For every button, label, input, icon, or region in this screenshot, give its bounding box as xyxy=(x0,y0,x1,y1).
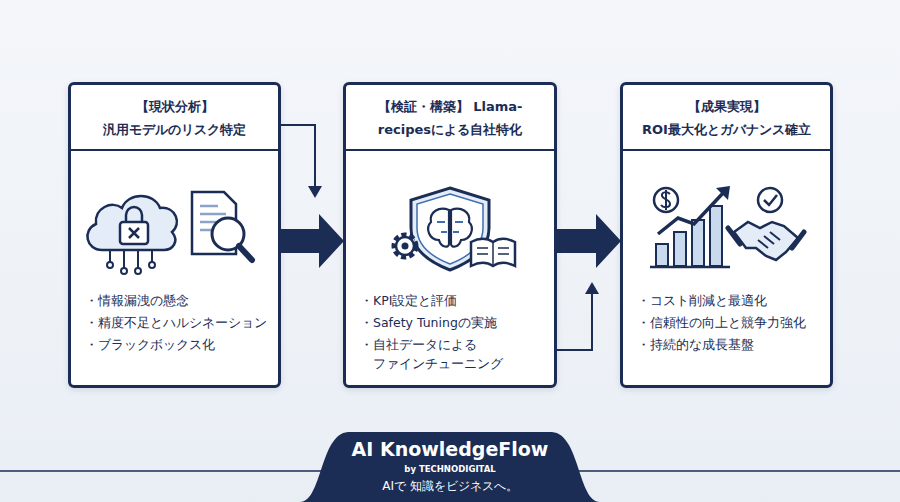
cloud-lock-icon-part xyxy=(129,228,139,238)
shield-brain-icon-part xyxy=(451,209,472,247)
growth-chart-icon-part xyxy=(658,192,724,234)
handshake-icon-part xyxy=(734,222,798,260)
growth-chart-icon-part xyxy=(650,266,730,269)
cloud-lock-icon-part xyxy=(126,207,142,222)
thin-arrow-part xyxy=(308,186,322,198)
thin-arrow-part xyxy=(557,290,592,350)
gear-icon-part xyxy=(394,235,416,257)
cloud-lock-icon-part xyxy=(87,196,176,250)
brand-owner: by TECHNODIGITAL xyxy=(300,463,600,475)
handshake-icon-part xyxy=(728,228,804,248)
thin-arrow-part xyxy=(281,125,315,190)
growth-chart-icon-part xyxy=(674,232,686,266)
handshake-icon-part xyxy=(764,195,777,205)
shield-brain-icon xyxy=(411,188,489,270)
shield-brain-icon-part xyxy=(417,194,483,264)
bullet-item: ・情報漏洩の懸念 xyxy=(85,291,272,310)
handshake-icon-part xyxy=(758,188,782,212)
bullet-item: ・信頼性の向上と競争力強化 xyxy=(637,313,824,332)
document-search-icon-part xyxy=(200,206,226,230)
block-arrow xyxy=(556,214,621,268)
book-icon-part xyxy=(471,239,515,266)
result-icons xyxy=(650,186,804,267)
document-search-icon-part xyxy=(192,192,236,254)
thin-arrow xyxy=(281,125,322,198)
process-box: 【成果実現】 ROI最大化とガバナンス確立・コスト削減と最適化・信頼性の向上と競… xyxy=(620,82,833,388)
bullet-list: ・情報漏洩の懸念・精度不足とハルシネーション・ブラックボックス化 xyxy=(85,291,272,357)
handshake-icon xyxy=(728,188,804,260)
growth-chart-icon-part xyxy=(692,220,704,266)
process-box: 【現状分析】 汎用モデルのリスク特定・情報漏洩の懸念・精度不足とハルシネーション… xyxy=(68,82,281,388)
bullet-list: ・KPI設定と評価・Safety Tuningの実施・自社データによる ファイン… xyxy=(360,291,548,376)
growth-chart-icon-part xyxy=(656,244,668,266)
bullet-item: ・Safety Tuningの実施 xyxy=(360,313,548,332)
growth-chart-icon-part xyxy=(661,190,670,210)
book-icon-part xyxy=(477,242,509,266)
growth-chart-icon xyxy=(650,186,730,267)
cloud-lock-icon-part xyxy=(121,268,127,274)
bullet-item: ・精度不足とハルシネーション xyxy=(85,313,272,332)
growth-chart-icon-part xyxy=(654,188,678,212)
bullet-item: ・持続的な成長基盤 xyxy=(637,335,824,354)
gear-icon xyxy=(394,235,416,257)
build-icons xyxy=(394,188,515,270)
bullet-list: ・コスト削減と最適化・信頼性の向上と競争力強化・持続的な成長基盤 xyxy=(637,291,824,357)
document-search-icon xyxy=(192,192,252,260)
shield-brain-icon-part xyxy=(428,209,449,247)
box-heading: 【成果実現】 ROI最大化とガバナンス確立 xyxy=(623,85,830,151)
handshake-icon-part xyxy=(758,232,780,248)
cloud-lock-icon-part xyxy=(149,262,155,268)
bullet-item: ・コスト削減と最適化 xyxy=(637,291,824,310)
shield-brain-icon-part xyxy=(411,188,489,270)
process-box: 【検証・構築】 Llama-recipesによる自社特化・KPI設定と評価・Sa… xyxy=(343,82,557,388)
bullet-item: ・KPI設定と評価 xyxy=(360,291,548,310)
bullet-item: ・ブラックボックス化 xyxy=(85,335,272,354)
document-search-icon-part xyxy=(212,218,244,250)
gear-icon-part xyxy=(396,237,414,255)
cloud-lock-icon-part xyxy=(120,222,148,244)
cloud-lock-icon-part xyxy=(110,250,152,268)
document-search-icon-part xyxy=(239,246,252,260)
cloud-lock-icon-part xyxy=(135,268,141,274)
block-arrow xyxy=(280,214,344,268)
growth-chart-icon-part xyxy=(710,206,722,266)
box-heading: 【検証・構築】 Llama-recipesによる自社特化 xyxy=(346,85,554,151)
cloud-lock-icon xyxy=(87,196,176,274)
brand-name: AI KnowledgeFlow xyxy=(300,430,600,461)
growth-chart-icon-part xyxy=(716,186,730,200)
box-heading: 【現状分析】 汎用モデルのリスク特定 xyxy=(71,85,278,151)
risk-icons xyxy=(87,192,252,274)
thin-arrow-part xyxy=(585,282,599,294)
thin-arrow xyxy=(557,282,599,350)
shield-brain-icon-part xyxy=(437,222,463,232)
brand-tab: AI KnowledgeFlow by TECHNODIGITAL AIで 知識をビ… xyxy=(300,430,600,502)
bullet-item: ・自社データによる ファインチューニング xyxy=(360,335,548,373)
gear-icon-part xyxy=(402,243,409,250)
book-icon xyxy=(471,239,515,266)
brand-tagline: AIで 知識をビジネスへ。 xyxy=(300,477,600,495)
cloud-lock-icon-part xyxy=(107,262,113,268)
